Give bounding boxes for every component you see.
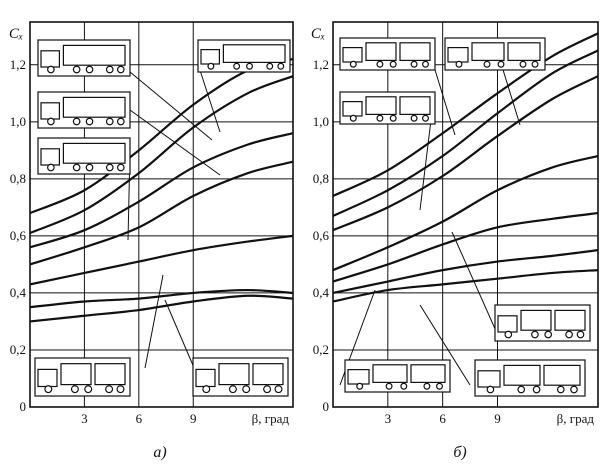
truck-icon (344, 359, 451, 393)
series-line-3 (332, 75, 599, 232)
y-tick-label: 0,2 (10, 342, 26, 357)
y-tick-label: 0 (323, 399, 330, 414)
series-line-7 (332, 269, 599, 303)
plot-frame (29, 21, 294, 408)
leader-line (419, 304, 471, 386)
y-tick-label: 0,8 (313, 171, 329, 186)
y-tick-label: 0,2 (313, 342, 329, 357)
series-line-6 (332, 249, 599, 295)
leader-line (129, 71, 213, 141)
leader-line (144, 274, 164, 369)
y-tick-label: 1,0 (10, 114, 26, 129)
panel-a: 0 0,2 0,4 0,6 0,8 1,0 1,2 3 6 9 Cₓ β, град а) (9, 21, 294, 461)
truck-icon (494, 304, 591, 342)
truck-icon (37, 91, 131, 129)
series-line-2 (29, 75, 294, 235)
y-tick-label: 1,0 (313, 114, 329, 129)
y-axis-label: Cₓ (9, 26, 23, 42)
leader-line (197, 63, 221, 133)
x-axis-label: β, град (252, 411, 290, 426)
panel-label: а) (153, 444, 166, 461)
x-tick-label: 9 (494, 411, 501, 426)
y-tick-label: 1,2 (10, 57, 26, 72)
series-line-4 (29, 160, 294, 266)
y-tick-label: 0,8 (10, 171, 26, 186)
leader-line (431, 59, 456, 136)
leader-line (164, 299, 196, 371)
x-tick-label: 9 (190, 411, 197, 426)
truck-icon (192, 357, 289, 397)
x-axis-label: β, град (557, 411, 595, 426)
series-line-6 (29, 288, 294, 309)
truck-icon (339, 37, 436, 71)
y-axis-label: Cₓ (311, 26, 325, 42)
y-tick-label: 0 (20, 399, 27, 414)
x-tick-label: 3 (385, 411, 392, 426)
truck-icon (34, 357, 131, 397)
series-line-2 (332, 49, 599, 217)
y-tick-label: 0,4 (10, 285, 27, 300)
truck-icon (37, 39, 131, 77)
truck-icon (37, 137, 131, 175)
series-line-7 (29, 294, 294, 323)
leader-line (451, 231, 501, 341)
truck-icon (339, 91, 436, 125)
panel-b: 0 0,2 0,4 0,6 0,8 1,0 1,2 3 6 9 Cₓ β, град б) (311, 21, 599, 461)
y-tick-label: 0,6 (10, 228, 27, 243)
panel-label: б) (453, 444, 466, 461)
x-tick-label: 6 (439, 411, 446, 426)
series-line-3 (29, 132, 294, 249)
y-tick-label: 1,2 (313, 57, 329, 72)
x-tick-label: 3 (81, 411, 88, 426)
series-line-5 (29, 234, 294, 286)
truck-icon (197, 39, 291, 73)
leader-line (419, 111, 433, 211)
series-line-4 (332, 154, 599, 272)
y-tick-label: 0,6 (313, 228, 330, 243)
series-line-5 (332, 211, 599, 283)
x-tick-label: 6 (136, 411, 143, 426)
truck-icon (444, 37, 546, 71)
truck-icon (474, 359, 586, 397)
leader-line (499, 59, 521, 126)
series-line-1 (332, 32, 599, 197)
leader-line (129, 109, 221, 176)
series-line-1 (29, 58, 294, 215)
y-tick-label: 0,4 (313, 285, 330, 300)
plot-frame (332, 21, 599, 408)
